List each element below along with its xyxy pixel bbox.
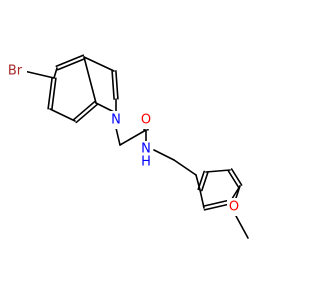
bond-c6-c5-b <box>47 76 53 110</box>
bond-o-ch3 <box>235 215 249 239</box>
bond-c4-c3a-b <box>55 54 85 68</box>
bond-ar5-ar6-b <box>203 203 232 211</box>
bond-ar1-ar2-b <box>197 170 205 191</box>
bond-c7a-c7-a <box>72 100 96 121</box>
bond-c3-c2-a <box>111 70 115 100</box>
bond-c5-br <box>23 70 55 79</box>
methoxy-oxygen-atom: O <box>227 198 241 216</box>
bromine-atom: Br <box>4 62 27 80</box>
carbonyl-oxygen-atom: O <box>139 111 153 129</box>
bond-c4-c3a-a <box>56 57 86 71</box>
bond-nh-ch2 <box>153 149 175 161</box>
methoxy-oxygen-label: O <box>229 200 239 215</box>
bond-ch2-co <box>119 129 147 146</box>
bond-ar5-ar6-a <box>202 199 231 207</box>
amide-nitrogen-label: N <box>141 142 151 157</box>
bond-c3a-c7a <box>83 56 97 104</box>
bond-c5-c4 <box>53 67 58 79</box>
bond-ar6-ar1 <box>199 189 205 209</box>
bond-ar1-ar2-a <box>201 171 209 192</box>
carbonyl-oxygen-label: O <box>141 113 151 128</box>
indole-nitrogen-atom: N <box>109 111 123 129</box>
bond-ar3-ar4-a <box>227 170 240 188</box>
bond-c3-c2-b <box>115 70 119 100</box>
indole-nitrogen-label: N <box>111 113 121 128</box>
amide-nitrogen-atom: N H <box>139 141 153 170</box>
bonds-layer <box>23 54 249 239</box>
atom-labels-layer: Br N O N H O <box>4 62 241 216</box>
bond-c7a-c7-b <box>75 103 99 124</box>
bond-c6-c5-a <box>51 77 57 111</box>
bond-n1-ch2 <box>115 127 121 146</box>
bond-ar3-ar4-b <box>230 168 243 186</box>
bond-ar2-ar3 <box>205 169 231 173</box>
bond-c7-c6 <box>49 108 76 122</box>
bond-c3a-c3 <box>83 56 115 72</box>
bromine-label: Br <box>8 64 23 79</box>
bond-ar4-o <box>235 185 241 199</box>
amide-hydrogen-label: H <box>141 155 151 170</box>
molecule-structure-diagram: Br N O N H O <box>4 54 249 239</box>
bond-ch2-ch2 <box>173 159 197 176</box>
